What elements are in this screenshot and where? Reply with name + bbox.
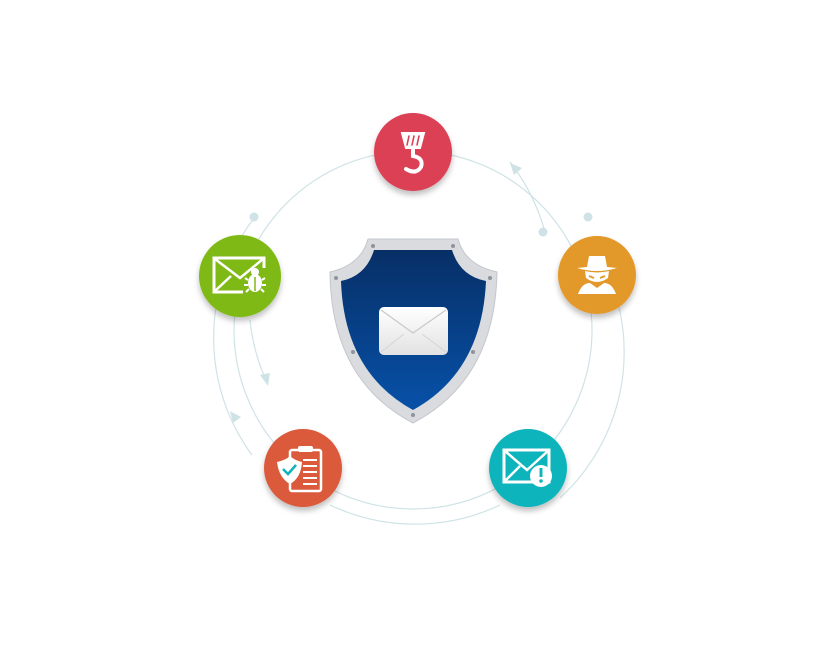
node-malware <box>199 235 281 317</box>
node-compliance <box>264 429 342 507</box>
center-shield <box>329 238 498 424</box>
arrow-icon <box>230 411 241 423</box>
ring-dot <box>249 212 259 222</box>
ring-dot <box>583 212 593 222</box>
arrow-icon <box>260 373 270 386</box>
spy-icon <box>577 256 617 294</box>
ring-dot <box>538 227 548 237</box>
outer-arc-bottom <box>329 504 501 525</box>
envelope-alert-icon <box>502 448 552 487</box>
hook-icon <box>400 132 426 174</box>
ring-markers <box>230 163 593 423</box>
envelope-bug-icon <box>212 256 266 294</box>
inner-arc-left <box>249 319 267 381</box>
envelope-icon <box>379 307 448 355</box>
arrow-icon <box>510 163 522 175</box>
shield-clipboard-icon <box>277 446 323 493</box>
